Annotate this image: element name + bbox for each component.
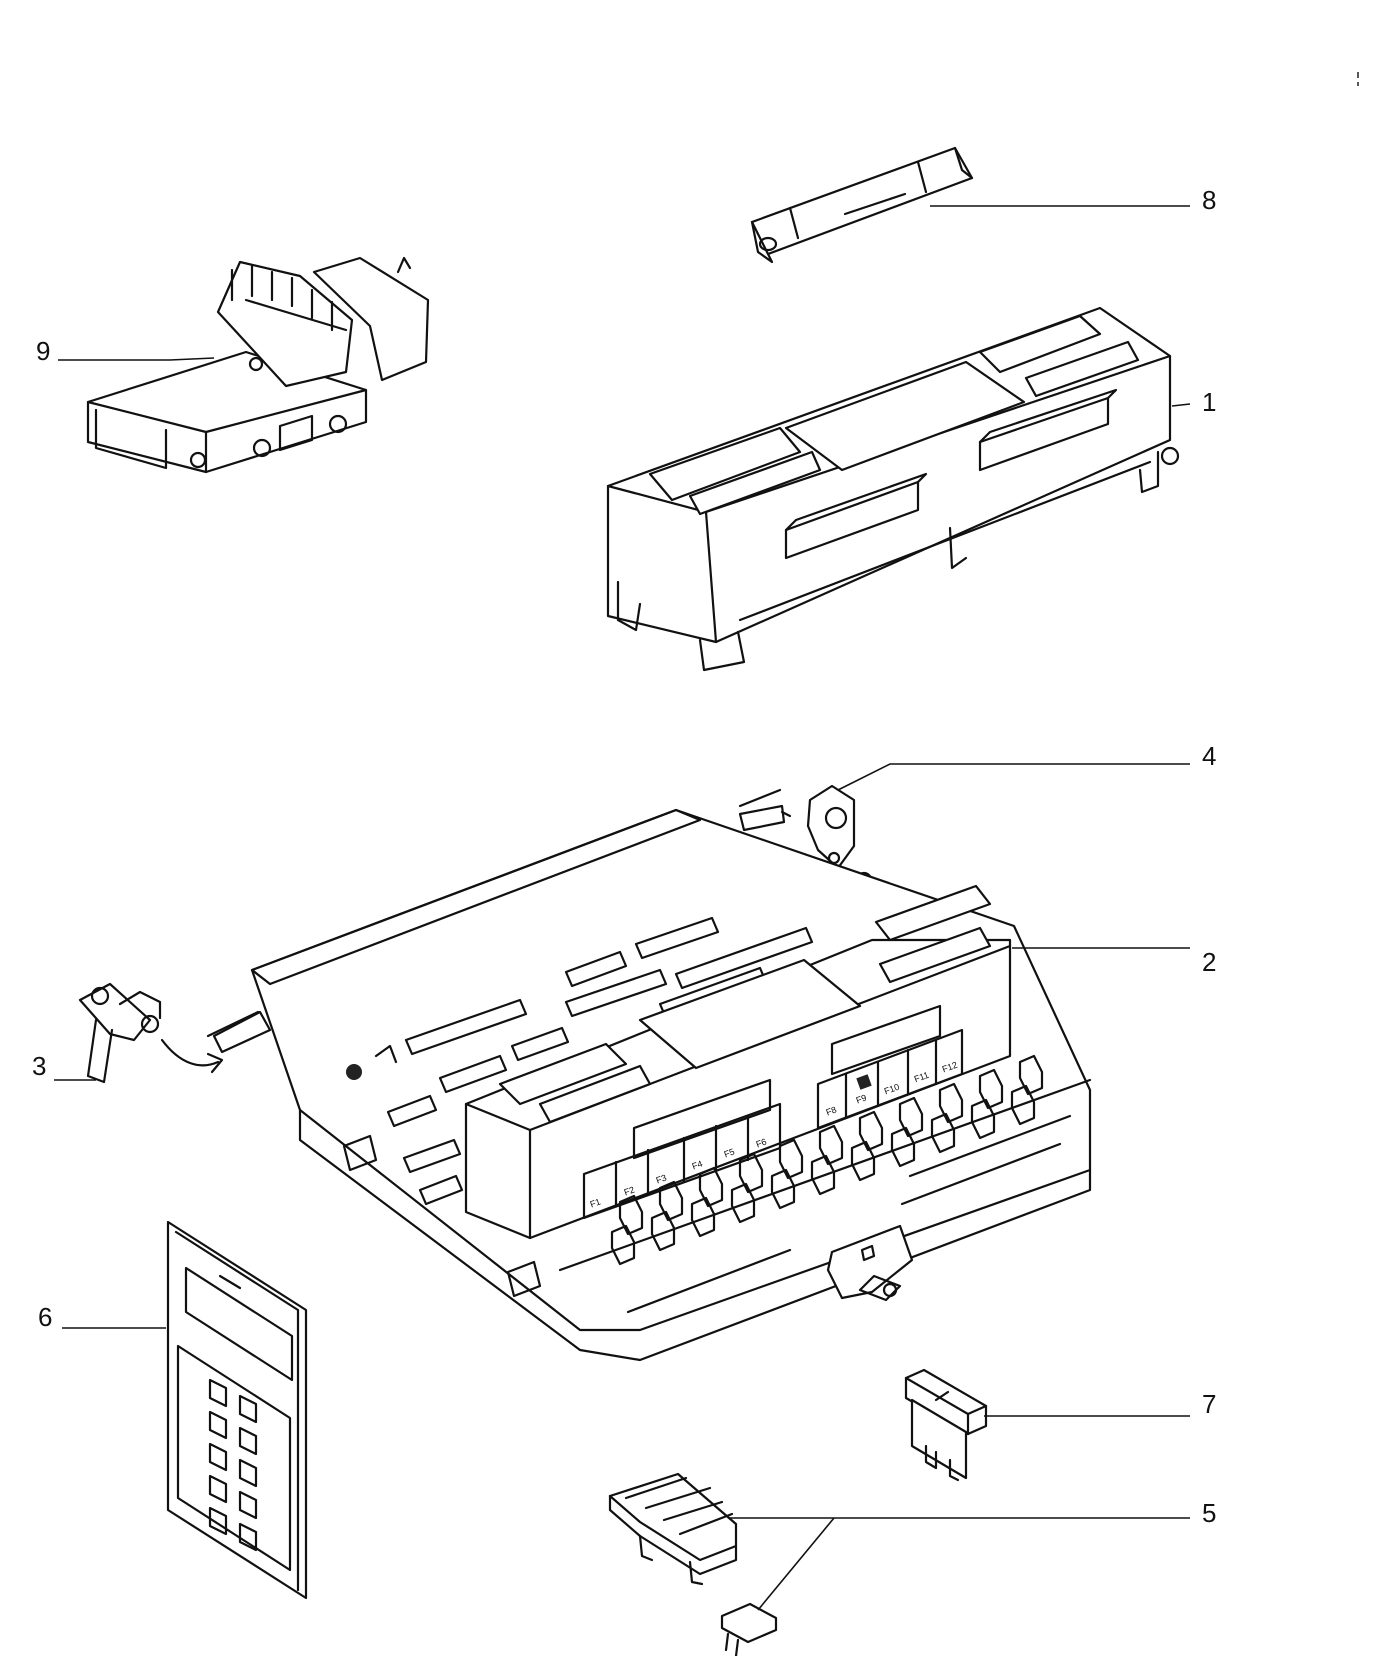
callout-2: 2 — [1202, 947, 1217, 977]
part-8-cartridge-fuse — [750, 146, 974, 264]
callout-1: 1 — [1202, 387, 1217, 417]
leader-4 — [837, 763, 1190, 791]
callout-4: 4 — [1202, 741, 1217, 771]
part-1-fuse-box-cover — [606, 306, 1180, 672]
leader-5b — [757, 1517, 835, 1611]
part-6-fuse-blister-pack — [166, 1220, 308, 1600]
callout-7: 7 — [1202, 1389, 1217, 1419]
part-5-fuse-puller — [608, 1472, 778, 1656]
callout-5: 5 — [1202, 1498, 1217, 1528]
part-7-blade-fuse — [904, 1368, 988, 1482]
part-2-fuse-box-base — [206, 788, 1092, 1362]
callout-9: 9 — [36, 336, 51, 366]
leader-1 — [1171, 403, 1191, 407]
callout-3: 3 — [32, 1051, 47, 1081]
part-3-stud-bracket — [78, 982, 224, 1084]
callout-8: 8 — [1202, 185, 1217, 215]
part-9-relay-housing — [86, 256, 430, 474]
leader-9 — [58, 357, 215, 361]
callout-6: 6 — [38, 1302, 53, 1332]
